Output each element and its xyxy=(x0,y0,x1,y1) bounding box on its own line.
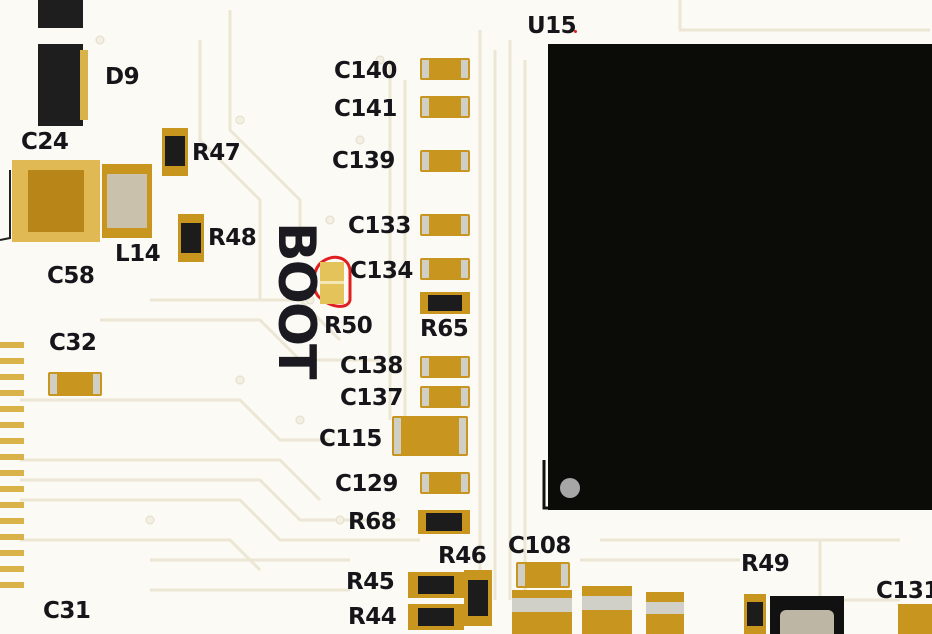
label-r46: R46 xyxy=(438,543,487,569)
pin1-marker xyxy=(560,478,580,498)
large-cap-2 xyxy=(582,586,632,634)
r47-body xyxy=(162,128,188,176)
large-cap-3 xyxy=(646,592,684,634)
label-c115: C115 xyxy=(319,426,382,452)
c137-body xyxy=(420,386,470,408)
u15-dot xyxy=(574,30,577,33)
r45-body xyxy=(408,572,464,598)
r44-body xyxy=(408,604,464,630)
c131-body xyxy=(898,604,932,634)
crystal-body xyxy=(770,596,844,634)
label-c129: C129 xyxy=(335,471,398,497)
label-c58: C58 xyxy=(47,263,95,289)
c138-body xyxy=(420,356,470,378)
label-c138: C138 xyxy=(340,353,403,379)
label-c131: C131 xyxy=(876,578,932,604)
l14-body xyxy=(102,164,152,238)
label-r47: R47 xyxy=(192,140,241,166)
label-r48: R48 xyxy=(208,225,257,251)
label-c139: C139 xyxy=(332,148,395,174)
r46-body xyxy=(464,570,492,626)
c115-body xyxy=(392,416,468,456)
c108-body xyxy=(516,562,570,588)
c134-body xyxy=(420,258,470,280)
large-cap-1 xyxy=(512,590,572,634)
label-c134: C134 xyxy=(350,258,413,284)
r49-body xyxy=(744,594,766,634)
label-c141: C141 xyxy=(334,96,397,122)
u15-chip xyxy=(548,44,932,510)
r65-body xyxy=(420,292,470,314)
label-c24: C24 xyxy=(21,129,69,155)
c141-body xyxy=(420,96,470,118)
label-c133: C133 xyxy=(348,213,411,239)
c58-body xyxy=(12,160,100,242)
c32-body xyxy=(48,372,102,396)
label-r45: R45 xyxy=(346,569,395,595)
label-c140: C140 xyxy=(334,58,397,84)
label-r50: R50 xyxy=(324,313,373,339)
label-c137: C137 xyxy=(340,385,403,411)
c139-body xyxy=(420,150,470,172)
label-d9: D9 xyxy=(105,64,140,90)
label-l14: L14 xyxy=(115,241,161,267)
label-c31: C31 xyxy=(43,598,91,624)
label-boot: BOOT xyxy=(266,222,326,378)
r50-body xyxy=(320,262,344,304)
label-c108: C108 xyxy=(508,533,571,559)
label-u15: U15 xyxy=(527,13,577,39)
label-r65: R65 xyxy=(420,316,469,342)
label-r49: R49 xyxy=(741,551,790,577)
r48-body xyxy=(178,214,204,262)
label-c32: C32 xyxy=(49,330,97,356)
c133-body xyxy=(420,214,470,236)
r68-body xyxy=(418,510,470,534)
c140-body xyxy=(420,58,470,80)
label-r44: R44 xyxy=(348,604,397,630)
c129-body xyxy=(420,472,470,494)
label-r68: R68 xyxy=(348,509,397,535)
